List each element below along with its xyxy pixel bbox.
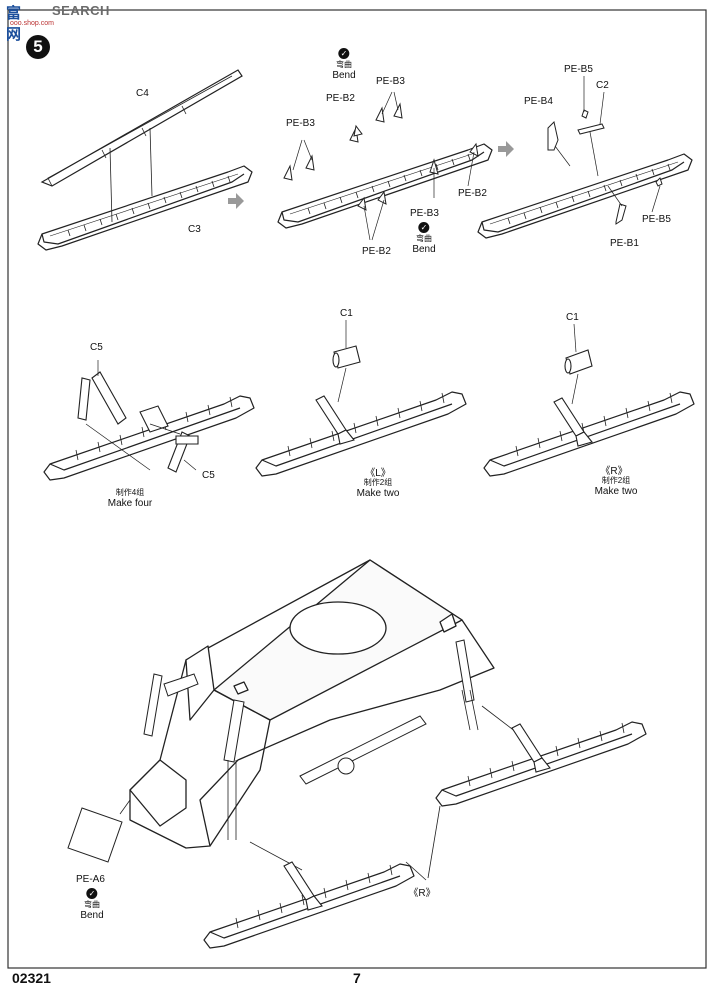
part-label-pe-b5: PE-B5	[642, 214, 671, 225]
part-label-pe-b4: PE-B4	[524, 96, 553, 107]
part-label-c5: C5	[90, 342, 103, 353]
panel-left-strut	[255, 320, 467, 477]
side-label-right: 《R》	[600, 466, 628, 477]
panel-right-strut	[483, 323, 695, 477]
quantity-note-zh: 制作2组	[363, 478, 393, 487]
bend-label-en: Bend	[80, 910, 104, 921]
bend-label-en: Bend	[332, 70, 356, 81]
part-label-c4: C4	[136, 88, 149, 99]
part-label-pe-b2: PE-B2	[362, 246, 391, 257]
part-label-c1: C1	[566, 312, 579, 323]
quantity-note-en: Make two	[594, 486, 638, 497]
hull-assembly-drawing	[67, 559, 647, 949]
panel-ski-base-assembly	[37, 69, 253, 251]
part-label-c1: C1	[340, 308, 353, 319]
bend-note: ✓ 弯曲 Bend	[80, 888, 104, 922]
quantity-note: 制作2组 Make two	[595, 476, 638, 498]
part-label-c3: C3	[188, 224, 201, 235]
bend-note: ✓ 弯曲 Bend	[412, 222, 436, 256]
side-label-right: 《R》	[408, 888, 436, 899]
part-label-pe-a6: PE-A6	[76, 874, 105, 885]
side-label-left: 《L》	[365, 468, 391, 479]
kit-number: 02321	[12, 970, 51, 986]
part-label-pe-b2: PE-B2	[458, 188, 487, 199]
part-label-pe-b3: PE-B3	[410, 208, 439, 219]
quantity-note: 制作4组 Make four	[108, 488, 152, 510]
bend-icon: ✓	[338, 48, 350, 59]
quantity-note-zh: 制作4组	[115, 488, 145, 497]
part-label-c5: C5	[202, 470, 215, 481]
arrow-icon	[498, 141, 514, 157]
quantity-note-en: Make four	[107, 498, 153, 509]
quantity-note-zh: 制作2组	[601, 476, 631, 485]
bend-icon: ✓	[86, 888, 98, 899]
bend-label-zh: 弯曲	[415, 234, 432, 243]
bend-label-zh: 弯曲	[83, 900, 100, 909]
page-frame	[7, 9, 707, 969]
bend-label-en: Bend	[412, 244, 436, 255]
bend-label-zh: 弯曲	[335, 60, 352, 69]
watermark-url: ooo.shop.com	[10, 20, 54, 27]
part-label-pe-b2: PE-B2	[326, 93, 355, 104]
part-label-pe-b3: PE-B3	[376, 76, 405, 87]
step-number-badge: 5	[26, 35, 50, 59]
bend-note: ✓ 弯曲 Bend	[332, 48, 356, 82]
part-label-pe-b3: PE-B3	[286, 118, 315, 129]
arrow-icon	[228, 193, 244, 209]
panel-photo-etch-brackets	[277, 91, 493, 241]
part-label-pe-b1: PE-B1	[610, 238, 639, 249]
quantity-note: 制作2组 Make two	[357, 478, 400, 500]
watermark-mark: 富网	[6, 5, 22, 43]
bend-icon: ✓	[418, 222, 430, 233]
watermark-text: SEARCH	[52, 3, 110, 18]
panel-suspension-legs	[43, 360, 255, 481]
part-label-pe-b5: PE-B5	[564, 64, 593, 75]
page-number: 7	[353, 970, 361, 986]
quantity-note-en: Make two	[356, 488, 400, 499]
part-label-c2: C2	[596, 80, 609, 91]
panel-photo-etch-supports	[477, 76, 693, 239]
